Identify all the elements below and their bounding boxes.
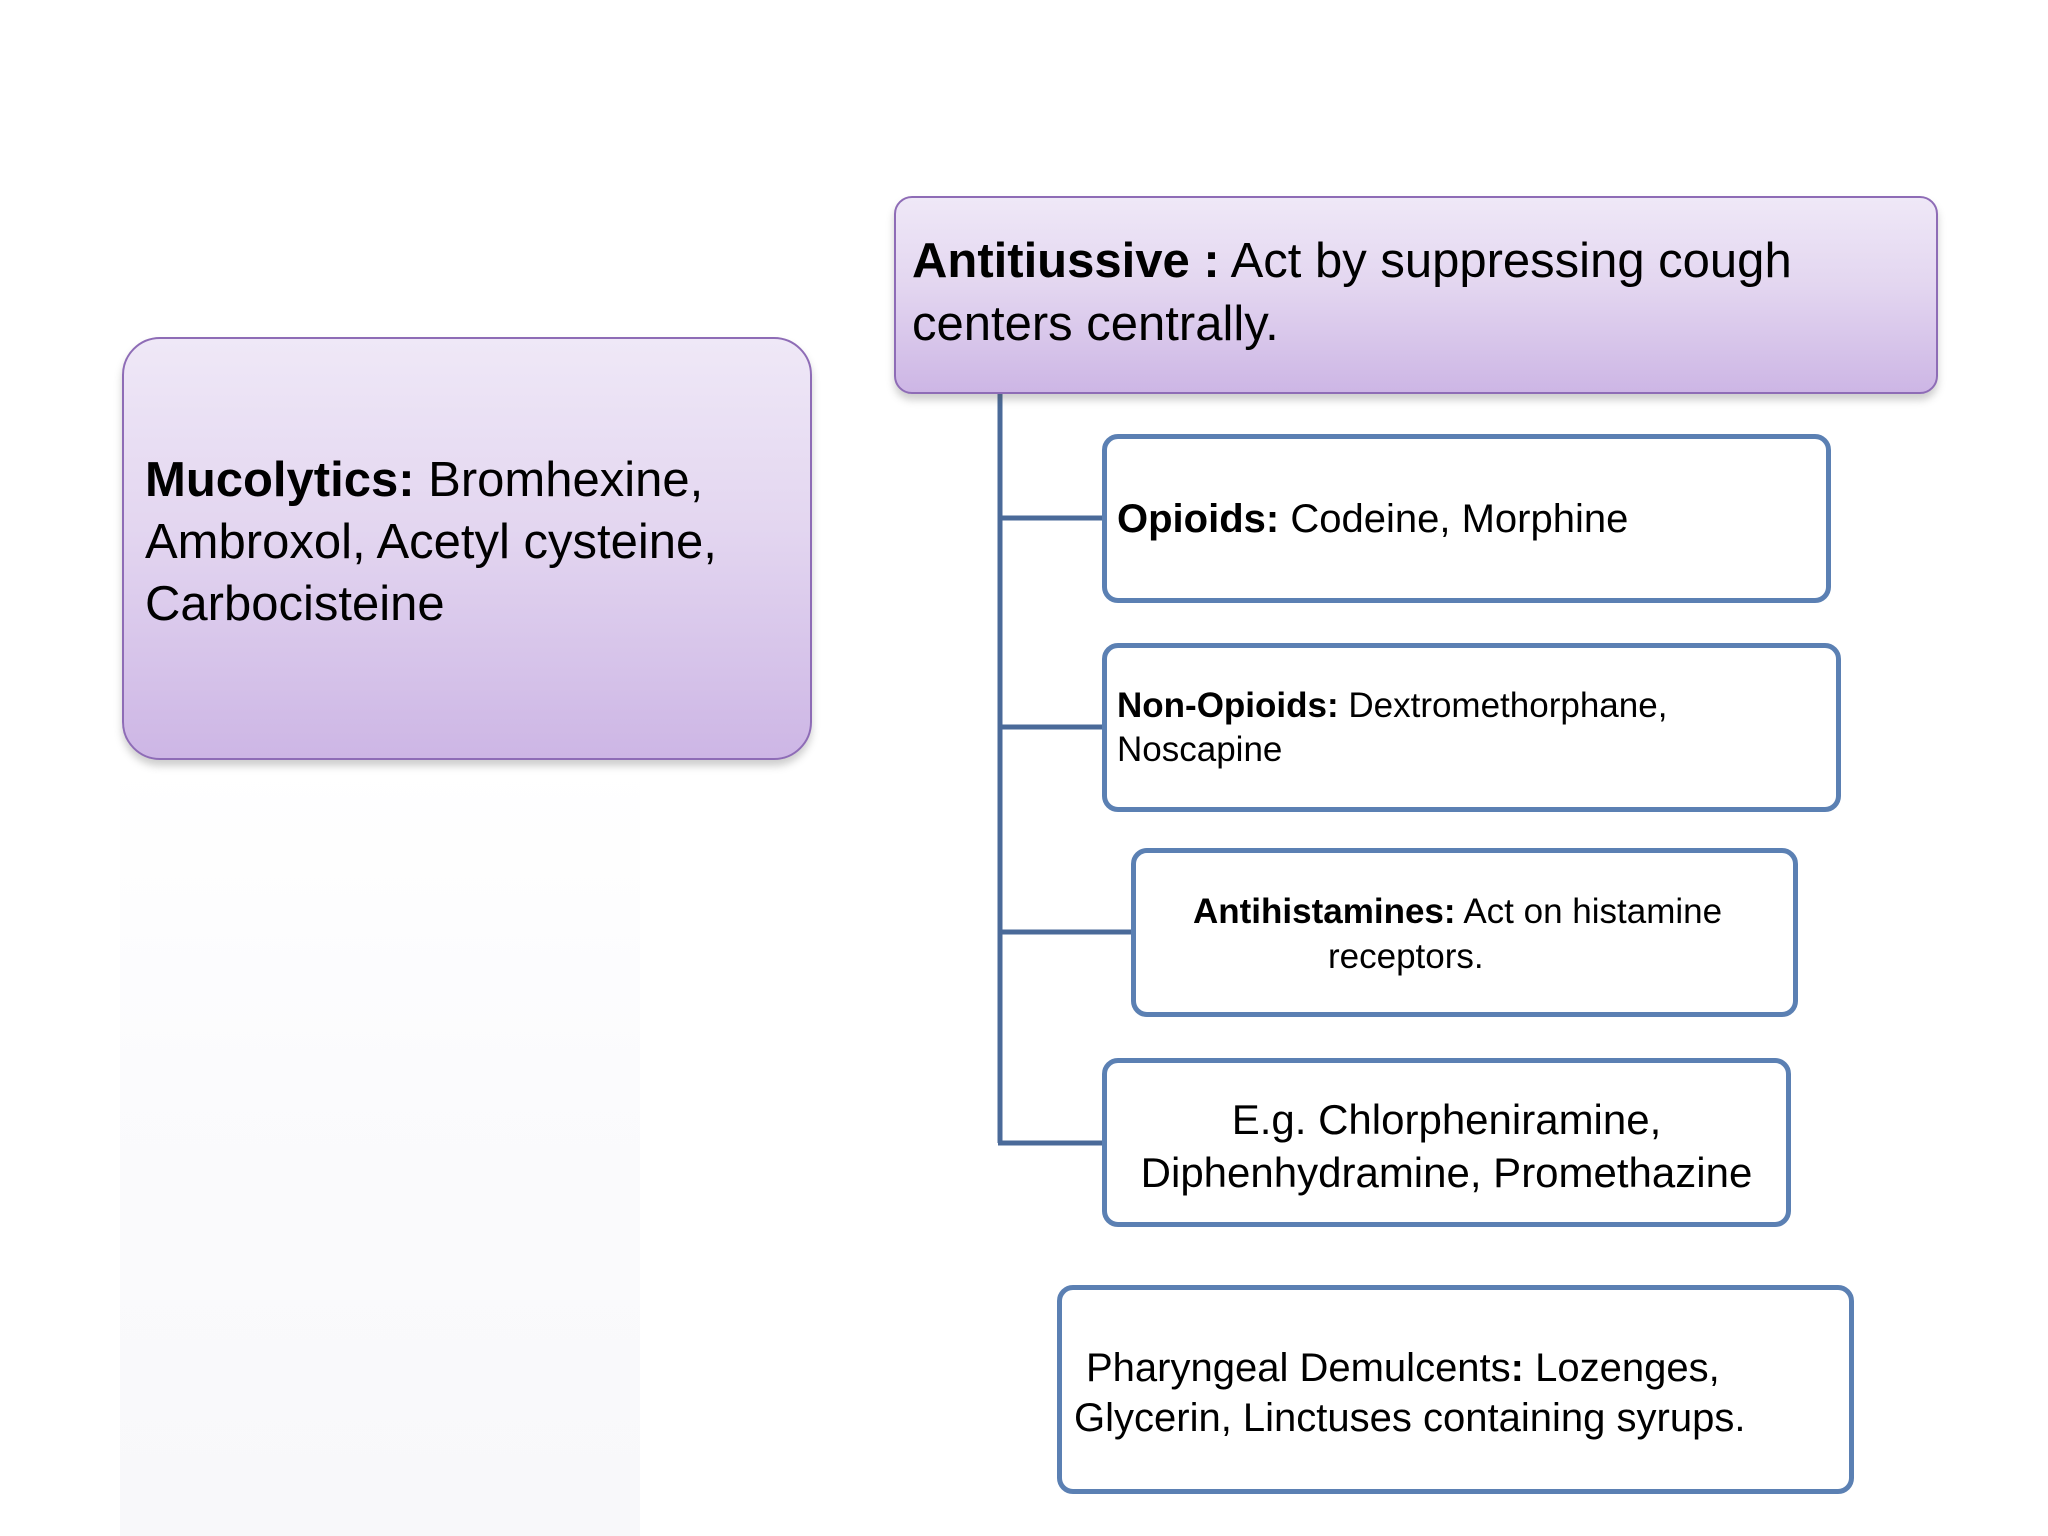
non-opioids-text: Dextromethorphane, Noscapine <box>1117 686 1668 769</box>
mucolytics-term: Mucolytics: <box>145 453 415 507</box>
background-tint <box>120 760 640 1536</box>
demulcents-box: Pharyngeal Demulcents: Lozenges, Glyceri… <box>1057 1285 1854 1494</box>
non-opioids-box: Non-Opioids: Dextromethorphane, Noscapin… <box>1102 643 1841 812</box>
antihistamines-text: Act on histamine <box>1455 892 1723 931</box>
demulcents-colon: : <box>1510 1346 1524 1390</box>
examples-line1: E.g. Chlorpheniramine, <box>1231 1096 1662 1143</box>
antitussive-term: Antitiussive : <box>912 234 1220 288</box>
demulcents-line2: Glycerin, Linctuses containing syrups. <box>1074 1396 1746 1440</box>
opioids-term: Opioids: <box>1117 497 1280 541</box>
mucolytics-text: Bromhexine, Ambroxol, Acetyl cysteine, C… <box>145 453 717 631</box>
mucolytics-box: Mucolytics: Bromhexine, Ambroxol, Acetyl… <box>122 337 812 760</box>
antihistamines-line2: receptors. <box>1328 937 1484 976</box>
antitussive-box: Antitiussive : Act by suppressing cough … <box>894 196 1938 394</box>
opioids-text: Codeine, Morphine <box>1279 497 1629 541</box>
antihistamines-line1: Antihistamines: Act on histamine <box>1136 889 1783 934</box>
examples-box: E.g. Chlorpheniramine, Diphenhydramine, … <box>1102 1058 1791 1227</box>
demulcents-term: Pharyngeal Demulcents <box>1086 1346 1511 1390</box>
opioids-box: Opioids: Codeine, Morphine <box>1102 434 1831 603</box>
antihistamines-box: Antihistamines: Act on histamine recepto… <box>1131 848 1798 1017</box>
antitussive-text: Act by suppressing cough centers central… <box>912 234 1792 351</box>
examples-line2: Diphenhydramine, Promethazine <box>1140 1149 1753 1196</box>
demulcents-text: Lozenges, <box>1524 1346 1720 1390</box>
demulcents-line1: Pharyngeal Demulcents: Lozenges, <box>1074 1343 1829 1393</box>
antihistamines-term: Antihistamines: <box>1193 892 1456 931</box>
non-opioids-term: Non-Opioids: <box>1117 686 1339 725</box>
